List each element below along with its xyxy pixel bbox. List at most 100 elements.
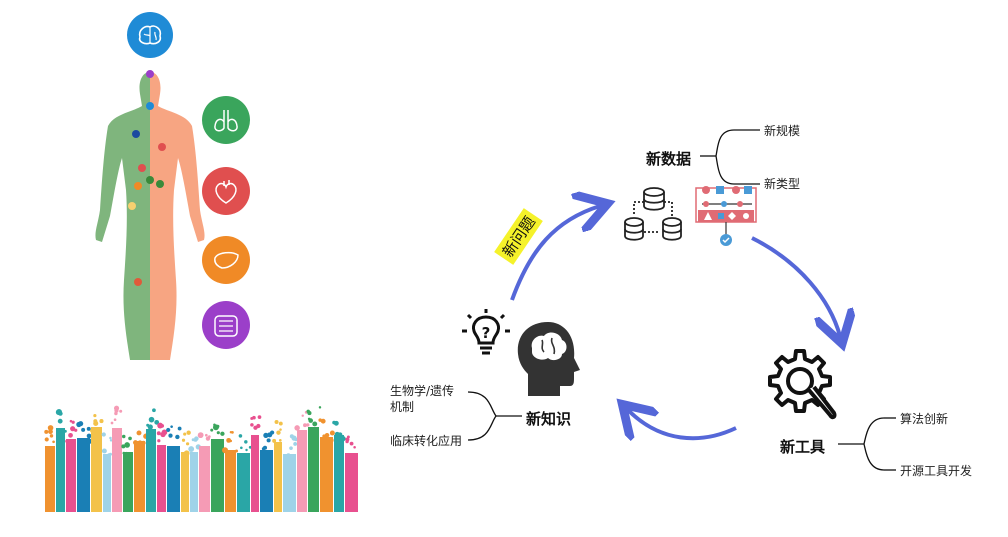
decor-dot: [68, 432, 73, 438]
decor-bar: [157, 445, 166, 512]
decor-dot: [278, 421, 283, 426]
decor-dot: [56, 409, 62, 415]
decor-dot: [170, 425, 173, 428]
decor-dot: [109, 436, 112, 440]
decor-dot: [289, 434, 294, 439]
brace-new-knowledge: [467, 391, 497, 441]
head-brain-icon: [517, 322, 580, 396]
decor-dot: [113, 405, 120, 411]
decor-dot: [354, 455, 358, 459]
database-icon: [624, 187, 682, 241]
decor-bar: [320, 437, 333, 512]
decor-dot: [324, 432, 330, 438]
decor-bar: [345, 453, 358, 512]
decor-dot: [109, 439, 113, 442]
new-data-label: 新数据: [646, 150, 692, 168]
decor-bar: [146, 429, 156, 512]
decor-dot: [148, 430, 154, 436]
decor-dot: [113, 418, 117, 422]
decor-dot: [136, 430, 142, 436]
decor-dot: [345, 437, 350, 442]
colorful-data-bars: [44, 405, 358, 512]
decor-dot: [175, 434, 180, 440]
decor-bar: [123, 452, 133, 512]
gear-wrench-icon: [768, 349, 837, 420]
decor-dot: [146, 423, 150, 427]
lightbulb-question-icon: ?: [462, 309, 510, 355]
decor-dot: [168, 434, 172, 437]
decor-dot: [334, 431, 340, 437]
decor-dot: [278, 439, 282, 442]
decor-dot: [274, 419, 279, 425]
decor-dot: [86, 433, 92, 439]
decor-bar: [237, 453, 250, 512]
arrow-tools-to-knowledge: [628, 410, 737, 438]
decor-dot: [133, 440, 138, 445]
decor-bar: [260, 450, 273, 512]
algorithm-innovation-label: 算法创新: [900, 412, 949, 426]
decor-bar: [112, 428, 122, 512]
decor-dot: [204, 433, 208, 437]
new-type-label: 新类型: [764, 177, 801, 191]
decor-dot: [245, 448, 248, 452]
decor-bar: [283, 454, 296, 512]
decor-dot: [307, 417, 311, 421]
decor-dot: [210, 428, 214, 432]
decor-dot: [160, 431, 166, 438]
decor-dot: [222, 447, 229, 454]
decor-dot: [333, 420, 339, 426]
decor-bar: [77, 438, 90, 512]
decor-bar: [297, 430, 307, 512]
decor-dot: [122, 434, 126, 439]
decor-dot: [148, 416, 155, 423]
decor-dot: [183, 432, 187, 436]
decor-bar: [334, 435, 344, 512]
decor-bar: [251, 435, 259, 512]
decor-dot: [263, 432, 269, 439]
decor-dot: [119, 409, 123, 413]
svg-text:?: ?: [482, 324, 491, 342]
decor-bar: [66, 439, 76, 512]
decor-dot: [57, 418, 63, 424]
decor-dot: [250, 423, 254, 427]
heart-icon: [202, 167, 250, 215]
decor-dot: [298, 431, 302, 435]
decor-dot: [353, 446, 356, 449]
decor-dot: [257, 415, 262, 419]
decor-dot: [279, 428, 282, 431]
clinical-translation-label: 临床转化应用: [390, 434, 463, 448]
decor-dot: [141, 440, 146, 446]
decor-dot: [186, 430, 191, 435]
decor-dot: [231, 431, 234, 434]
data-pipeline-icon: [695, 186, 757, 246]
decor-dot: [44, 429, 49, 434]
decor-dot: [69, 419, 73, 423]
decor-dot: [86, 426, 91, 431]
arrow-data-to-tools: [751, 236, 840, 336]
decor-dot: [318, 406, 322, 409]
decor-dot: [307, 411, 312, 416]
decor-bar: [225, 450, 236, 512]
decor-dot: [160, 423, 165, 428]
decor-dot: [240, 446, 243, 450]
decor-dot: [206, 446, 211, 451]
decor-bar: [274, 442, 282, 512]
decor-dot: [71, 420, 75, 424]
decor-dot: [185, 442, 190, 446]
decor-dot: [52, 440, 55, 444]
decor-dot: [327, 437, 334, 444]
decor-dot: [156, 431, 161, 436]
decor-dot: [47, 425, 54, 431]
decor-dot: [266, 438, 271, 443]
decor-dot: [101, 432, 106, 437]
decor-dot: [124, 442, 130, 448]
brain-icon: [127, 12, 173, 58]
decor-dot: [303, 423, 307, 428]
decor-dot: [235, 449, 239, 453]
brace-new-tools: [863, 417, 885, 471]
decor-dot: [306, 423, 310, 427]
decor-dot: [86, 438, 92, 445]
decor-bar: [308, 427, 319, 512]
decor-bar: [167, 446, 180, 512]
